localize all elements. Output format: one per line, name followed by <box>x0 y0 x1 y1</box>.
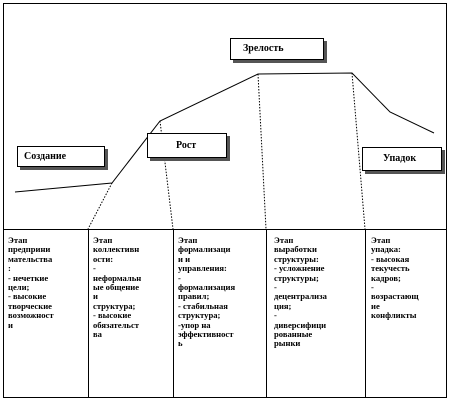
projection-line-1 <box>87 182 113 230</box>
column-text-line: выработки <box>274 244 317 255</box>
column-text-line: децентрализа <box>274 291 327 302</box>
stage-label-maturity: Зрелость <box>230 38 324 60</box>
column-text-line: обязательст <box>93 319 139 330</box>
column-text-line: предприни <box>8 244 51 255</box>
column-text-line: возрастающ <box>371 291 419 302</box>
column-text-line: формализация <box>178 282 236 293</box>
column-text-line: Этап <box>371 236 391 245</box>
column-text-line: Этап <box>178 236 198 245</box>
column-text-line: текучесть <box>371 263 410 274</box>
column-text-line: ые общение <box>93 282 140 293</box>
column-text-line: - <box>178 272 181 283</box>
column-text-line: ие <box>371 300 380 311</box>
column-text-line: - <box>274 310 277 321</box>
column-text-line: - <box>93 263 96 274</box>
column-text-line: неформальн <box>93 272 142 283</box>
column-text-line: структуры; <box>274 272 319 283</box>
column-text-line: рованные <box>274 329 313 340</box>
column-text-line: структура; <box>93 300 136 311</box>
column-text-line: - высокие <box>8 291 47 302</box>
column-text-line: творческие <box>8 300 52 311</box>
column-text-line: Этап <box>93 236 113 245</box>
column-text-line: эффективност <box>178 329 234 340</box>
column-text-line: формализаци <box>178 244 231 255</box>
column-text-line: и и <box>178 253 191 264</box>
column-text-line: Этап <box>8 236 28 245</box>
column-text-line: диверсифици <box>274 319 327 330</box>
column-text-line: цели; <box>8 282 30 293</box>
column-text-line: ости: <box>93 253 114 264</box>
stage-label-growth: Рост <box>147 133 227 158</box>
column-text-line: - стабильная <box>178 300 228 311</box>
column-text-line: ь <box>178 338 183 349</box>
column-text-line: упадка: <box>371 244 401 255</box>
stage-decline-text: Упадок <box>383 153 417 164</box>
column-text-line: Этап <box>274 236 294 245</box>
projection-line-4 <box>351 72 366 230</box>
column-text-line: - усложнение <box>274 263 325 274</box>
column-text-line: возможност <box>8 310 54 321</box>
column-text-line: мательства <box>8 253 53 264</box>
column-text-line: ция; <box>274 300 292 311</box>
column-text-line: правил; <box>178 291 210 302</box>
column-text-line: и <box>8 319 13 330</box>
column-text-line: - нечеткие <box>8 272 49 283</box>
stage-label-decline: Упадок <box>362 147 442 171</box>
column-text-line: - высокие <box>93 310 132 321</box>
column-text-line: управления: <box>178 263 227 274</box>
column-text-line: и <box>93 291 98 302</box>
column-text-line: коллективн <box>93 244 140 255</box>
stage-creation-text: Создание <box>24 150 67 162</box>
outer-border <box>3 3 447 398</box>
stage-maturity-text: Зрелость <box>243 43 284 54</box>
column-text-line: кадров; <box>371 272 401 283</box>
column-text-line: -упор на <box>178 319 211 330</box>
stage-growth-text: Рост <box>176 139 197 151</box>
column-text-line: рынки <box>274 338 301 349</box>
column-text-line: - <box>371 282 374 293</box>
column-text-line: - высокая <box>371 253 410 264</box>
column-text-line: : <box>8 263 11 274</box>
column-text-line: - <box>274 282 277 293</box>
column-text-line: структуры: <box>274 253 319 264</box>
column-text-line: структура; <box>178 310 221 321</box>
stage-label-creation: Создание <box>17 146 105 167</box>
column-text-line: конфликты <box>371 310 417 321</box>
column-text-line: ва <box>93 329 102 340</box>
projection-line-3 <box>257 73 267 230</box>
